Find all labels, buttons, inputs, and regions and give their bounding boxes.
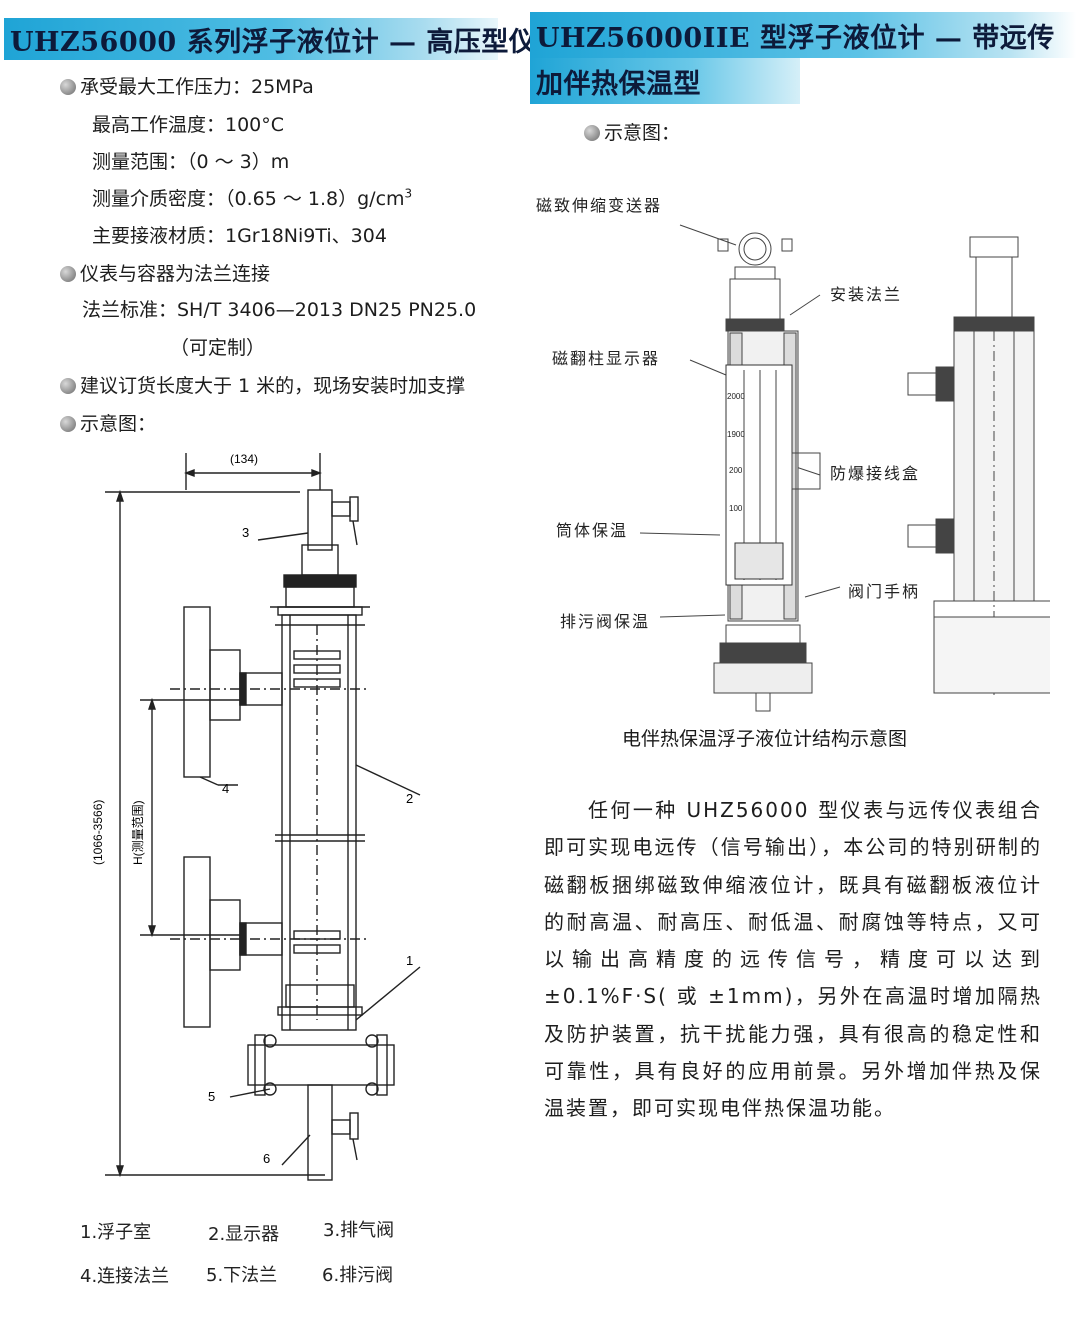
left-diagram: (134) (1066-3566) H(测量范围) 3 4 2 1 5 6 — [91, 452, 421, 1181]
spec-pressure: 承受最大工作压力：25MPa — [60, 72, 314, 99]
spec-flange-standard: 法兰标准：SH/T 3406—2013 DN25 PN25.0 — [82, 299, 477, 321]
spec-range: 测量范围：（0 ～ 3）m — [92, 151, 290, 173]
right-diagram-heading: 示意图： — [584, 118, 680, 145]
left-title: UHZ56000 系列浮子液位计 — 高压型仪表 — [10, 26, 564, 58]
dim-total-label: (1066-3566) — [91, 800, 105, 865]
right-title-banner-2: 加伴热保温型 — [530, 58, 800, 104]
label-mount-flange: 安装法兰 — [830, 285, 903, 304]
spec-temperature: 最高工作温度：100°C — [92, 114, 285, 136]
label-drain-insulation: 排污阀保温 — [560, 612, 651, 631]
scale-mark-100: 100 — [729, 504, 743, 513]
callout-1: 1 — [406, 953, 413, 968]
description-paragraph: 任何一种 UHZ56000 型仪表与远传仪表组合即可实现电远传（信号输出），本公… — [544, 798, 1042, 1121]
legend-item-3: 3.排气阀 — [323, 1220, 395, 1241]
scale-mark-200: 200 — [729, 466, 743, 475]
label-indicator: 磁翻柱显示器 — [552, 349, 661, 368]
legend-item-6: 6.排污阀 — [322, 1265, 394, 1286]
dim-h-label: H(测量范围) — [131, 800, 145, 865]
label-junction-box: 防爆接线盒 — [830, 464, 921, 483]
legend-item-2: 2.显示器 — [208, 1224, 280, 1245]
scale-mark-1900: 1900 — [727, 430, 745, 439]
right-diagram: 2000 1900 200 100 — [639, 224, 1050, 712]
callout-4: 4 — [222, 781, 229, 796]
label-transmitter: 磁致伸缩变送器 — [536, 196, 663, 215]
bullet-icon — [584, 125, 600, 141]
spec-support-note: 建议订货长度大于 1 米的，现场安装时加支撑 — [60, 371, 465, 398]
left-diagram-heading: 示意图： — [60, 409, 156, 436]
legend-item-4: 4.连接法兰 — [80, 1266, 170, 1287]
legend-item-5: 5.下法兰 — [206, 1265, 278, 1286]
bullet-icon — [60, 79, 76, 95]
right-title-line2: 加伴热保温型 — [536, 68, 701, 100]
callout-6: 6 — [263, 1151, 270, 1166]
scale-mark-2000: 2000 — [727, 392, 745, 401]
spec-density: 测量介质密度：（0.65 ～ 1.8）g/cm3 — [92, 186, 413, 210]
bullet-icon — [60, 266, 76, 282]
spec-connection: 仪表与容器为法兰连接 — [60, 259, 270, 286]
callout-2: 2 — [406, 791, 413, 806]
bullet-icon — [60, 416, 76, 432]
legend-item-1: 1.浮子室 — [80, 1222, 152, 1243]
callout-3: 3 — [242, 525, 249, 540]
label-valve-handle: 阀门手柄 — [848, 582, 921, 601]
dim-top-label: (134) — [230, 452, 258, 466]
right-diagram-caption: 电伴热保温浮子液位计结构示意图 — [622, 728, 908, 750]
left-title-banner: UHZ56000 系列浮子液位计 — 高压型仪表 — [4, 18, 563, 60]
right-title-banner-1: UHZ56000IIE 型浮子液位计 — 带远传 — [530, 12, 1076, 58]
bullet-icon — [60, 378, 76, 394]
right-title-line1: UHZ56000IIE 型浮子液位计 — 带远传 — [536, 22, 1055, 54]
spec-material: 主要接液材质：1Gr18Ni9Ti、304 — [92, 225, 387, 247]
spec-customizable: （可定制） — [170, 337, 266, 359]
callout-5: 5 — [208, 1089, 215, 1104]
label-body-insulation: 筒体保温 — [556, 521, 629, 540]
